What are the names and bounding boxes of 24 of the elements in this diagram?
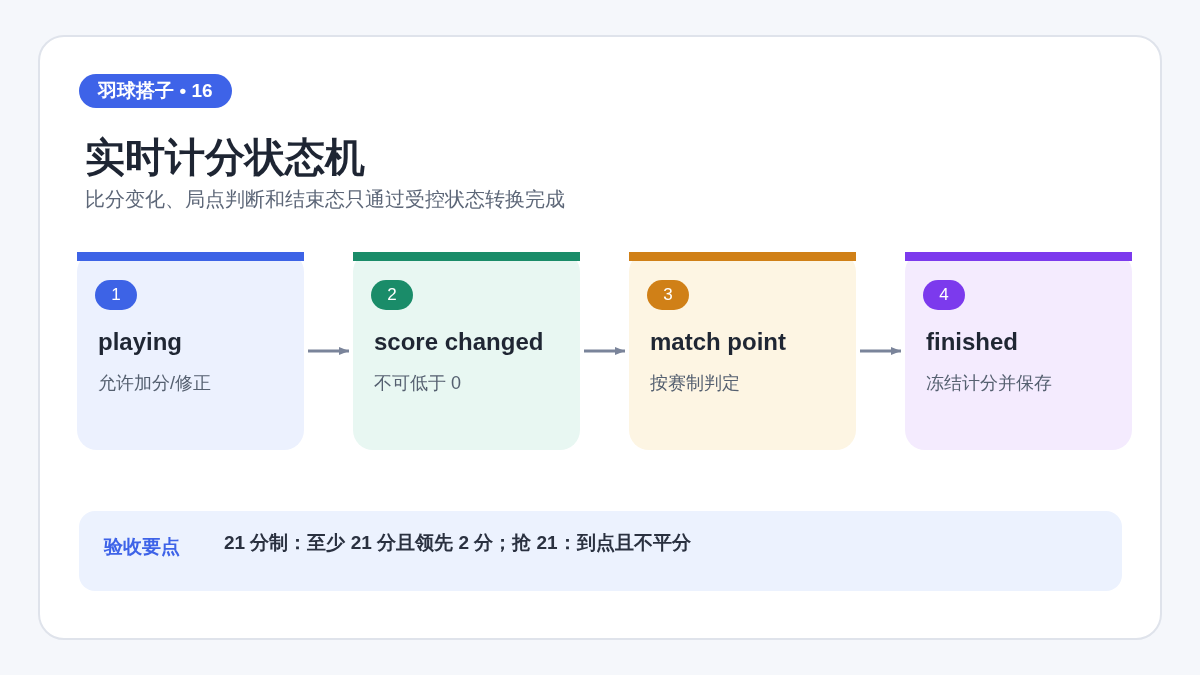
state-description: 冻结计分并保存 <box>926 372 1052 395</box>
state-description: 允许加分/修正 <box>98 372 211 395</box>
number-badge: 3 <box>647 280 689 310</box>
state-description: 按赛制判定 <box>650 372 740 395</box>
state-card <box>77 252 304 450</box>
state-card <box>353 252 580 450</box>
arrow <box>860 347 901 355</box>
state-card <box>629 252 856 450</box>
state-card <box>905 252 1132 450</box>
number-badge: 2 <box>371 280 413 310</box>
arrow <box>308 347 349 355</box>
state-title: match point <box>650 327 786 357</box>
note-text: 21 分制：至少 21 分且领先 2 分；抢 21：到点且不平分 <box>224 531 691 555</box>
note-heading: 验收要点 <box>104 535 180 559</box>
number-badge: 1 <box>95 280 137 310</box>
tag-pill: 羽球搭子 • 16 <box>79 74 232 108</box>
subtitle: 比分变化、局点判断和结束态只通过受控状态转换完成 <box>85 187 565 212</box>
state-title: playing <box>98 327 182 357</box>
title: 实时计分状态机 <box>85 134 365 181</box>
state-description: 不可低于 0 <box>374 372 461 395</box>
number-badge: 4 <box>923 280 965 310</box>
state-title: score changed <box>374 327 544 357</box>
state-title: finished <box>926 327 1018 357</box>
arrow <box>584 347 625 355</box>
